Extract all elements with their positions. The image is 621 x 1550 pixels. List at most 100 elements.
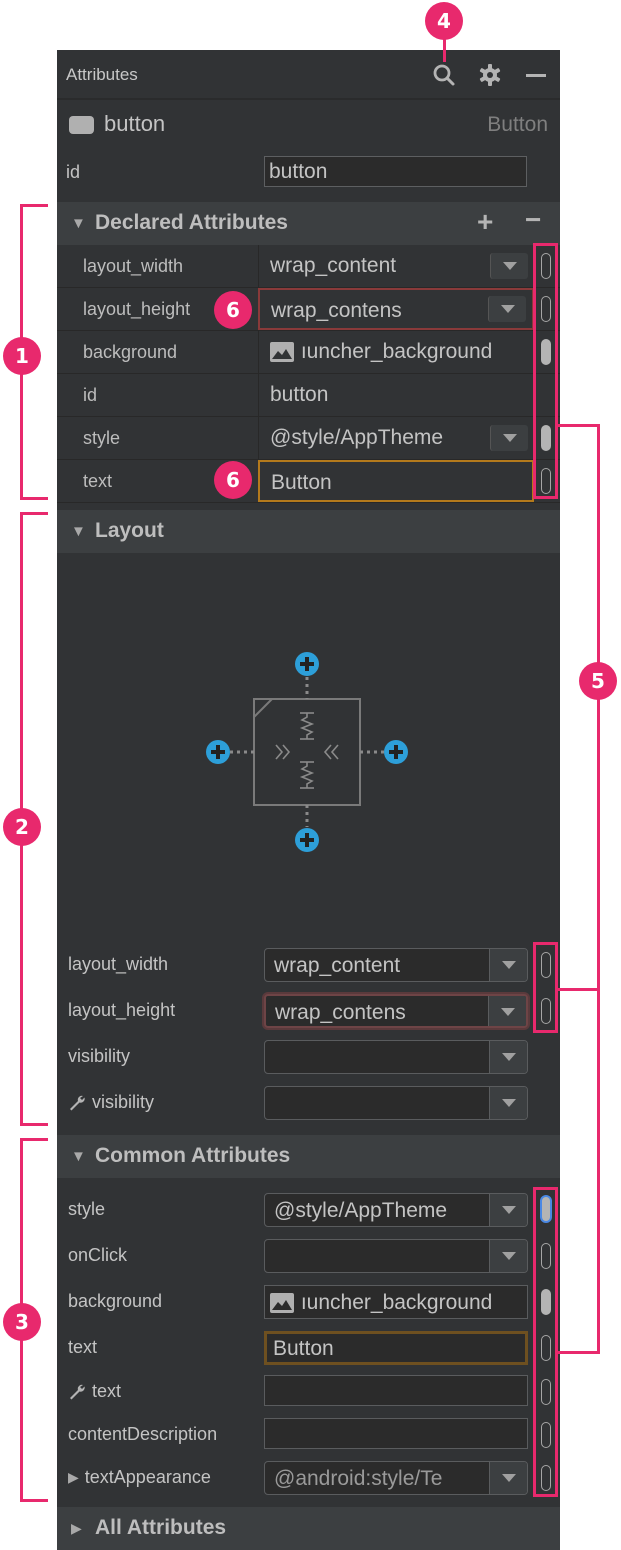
visibility-dropdown[interactable]: [264, 1040, 528, 1074]
panel-title: Attributes: [66, 65, 138, 84]
callout-badge-6: 6: [214, 461, 252, 499]
minimize-icon[interactable]: [523, 62, 549, 88]
expand-triangle-icon[interactable]: ▶: [68, 1469, 79, 1485]
declared-row-layout-height: layout_height wrap_contens: [57, 288, 560, 331]
remove-attribute-icon[interactable]: −: [525, 204, 542, 235]
reference-toggle[interactable]: [541, 339, 551, 365]
reference-toggle[interactable]: [541, 468, 551, 494]
all-attributes-header[interactable]: ▶ All Attributes: [57, 1507, 560, 1550]
dropdown-button[interactable]: [489, 949, 527, 981]
attribute-value-field-error[interactable]: wrap_contens: [258, 288, 534, 330]
section-title: Common Attributes: [95, 1144, 291, 1167]
dropdown-button[interactable]: [489, 1194, 527, 1226]
toggle-highlight-declared: [533, 243, 558, 499]
attribute-name: id: [83, 385, 98, 405]
attribute-value-field[interactable]: @style/AppTheme: [258, 417, 534, 459]
onclick-dropdown[interactable]: [264, 1239, 528, 1273]
reference-toggle[interactable]: [541, 1335, 551, 1361]
content-description-field[interactable]: [264, 1418, 528, 1449]
common-attributes-header[interactable]: ▼ Common Attributes: [57, 1135, 560, 1178]
declared-row-style: style @style/AppTheme: [57, 417, 560, 460]
layout-section-header[interactable]: ▼ Layout: [57, 510, 560, 553]
constraint-widget[interactable]: [202, 647, 422, 857]
attribute-name: layout_width: [83, 256, 184, 276]
collapse-triangle-icon[interactable]: ▼: [71, 523, 86, 540]
attribute-value: wrap_contens: [271, 299, 402, 322]
layout-row-width: layout_width wrap_content: [57, 943, 560, 989]
layout-width-dropdown[interactable]: wrap_content: [264, 948, 528, 982]
attribute-value: @style/AppTheme: [270, 426, 444, 449]
reference-toggle[interactable]: [541, 296, 551, 322]
reference-toggle[interactable]: [541, 425, 551, 451]
dropdown-button[interactable]: [489, 1041, 527, 1073]
attribute-value: wrap_content: [270, 254, 397, 277]
dropdown-button[interactable]: [489, 1087, 527, 1119]
attribute-value: Button: [273, 1337, 334, 1360]
declared-attributes-header[interactable]: ▼ Declared Attributes + −: [57, 202, 560, 245]
reference-toggle[interactable]: [541, 952, 551, 978]
dropdown-button[interactable]: [488, 996, 526, 1026]
attribute-name: textAppearance: [84, 1467, 211, 1487]
attribute-name-wrap: text: [68, 1381, 121, 1402]
callout-line: [558, 988, 600, 991]
dropdown-button[interactable]: [490, 253, 528, 279]
text-appearance-dropdown[interactable]: @android:style/Te: [264, 1461, 528, 1495]
chevron-down-icon: [501, 1474, 516, 1482]
attribute-value-field-warning[interactable]: Button: [258, 460, 534, 502]
reference-toggle[interactable]: [541, 253, 551, 279]
reference-toggle[interactable]: [541, 1243, 551, 1269]
chevron-down-icon: [500, 305, 515, 313]
tools-visibility-dropdown[interactable]: [264, 1086, 528, 1120]
text-field-warning[interactable]: Button: [264, 1331, 528, 1365]
attribute-value-field[interactable]: wrap_content: [258, 245, 534, 287]
declared-row-text: text Button: [57, 460, 560, 503]
reference-toggle[interactable]: [541, 1465, 551, 1491]
section-title: Layout: [95, 519, 164, 542]
reference-toggle[interactable]: [541, 1422, 551, 1448]
expand-triangle-icon[interactable]: ▶: [71, 1520, 82, 1536]
attribute-value: ıuncher_background: [300, 340, 493, 363]
common-row-background: background ıuncher_background: [57, 1280, 560, 1326]
chevron-down-icon: [502, 262, 517, 270]
gear-icon[interactable]: [477, 62, 503, 88]
dropdown-button[interactable]: [489, 1240, 527, 1272]
attribute-value: button: [270, 383, 329, 406]
declared-row-background: background ıuncher_background: [57, 331, 560, 374]
layout-height-dropdown-error[interactable]: wrap_contens: [264, 994, 528, 1028]
dropdown-button[interactable]: [490, 425, 528, 451]
component-header: button Button: [57, 102, 560, 148]
attribute-value-wrap: ıuncher_background: [269, 340, 492, 364]
dropdown-button[interactable]: [488, 296, 526, 322]
id-input[interactable]: button: [264, 156, 527, 187]
chevron-down-icon: [501, 1206, 516, 1214]
attribute-value-field[interactable]: ıuncher_background: [258, 331, 534, 373]
attribute-value-field[interactable]: button: [258, 374, 534, 416]
expand-text-appearance[interactable]: ▶ textAppearance: [68, 1467, 211, 1488]
add-attribute-icon[interactable]: +: [477, 206, 494, 237]
attribute-value: wrap_content: [274, 954, 401, 977]
tools-text-field[interactable]: [264, 1375, 528, 1406]
reference-toggle[interactable]: [541, 1289, 551, 1315]
callout-badge-2: 2: [3, 808, 41, 846]
attribute-name: text: [68, 1337, 98, 1357]
section-title: Declared Attributes: [95, 211, 288, 234]
chevron-down-icon: [501, 1053, 516, 1061]
dropdown-button[interactable]: [489, 1462, 527, 1494]
common-row-style: style @style/AppTheme: [57, 1188, 560, 1234]
attributes-panel: Attributes button Button id button ▼ Dec…: [57, 50, 560, 1550]
background-field[interactable]: ıuncher_background: [264, 1285, 528, 1319]
collapse-triangle-icon[interactable]: ▼: [71, 215, 86, 232]
attribute-name: text: [83, 471, 113, 491]
add-constraint-left-icon: [206, 740, 230, 764]
component-type: Button: [487, 113, 548, 136]
callout-badge-3: 3: [3, 1303, 41, 1341]
style-dropdown[interactable]: @style/AppTheme: [264, 1193, 528, 1227]
reference-toggle[interactable]: [541, 998, 551, 1024]
search-icon[interactable]: [431, 62, 457, 88]
reference-toggle[interactable]: [541, 1379, 551, 1405]
attribute-value: ıuncher_background: [300, 1291, 493, 1314]
reference-toggle-focused[interactable]: [540, 1195, 552, 1223]
image-icon: [270, 1293, 294, 1314]
collapse-triangle-icon[interactable]: ▼: [71, 1148, 86, 1165]
common-row-text-appearance: ▶ textAppearance @android:style/Te: [57, 1456, 560, 1502]
